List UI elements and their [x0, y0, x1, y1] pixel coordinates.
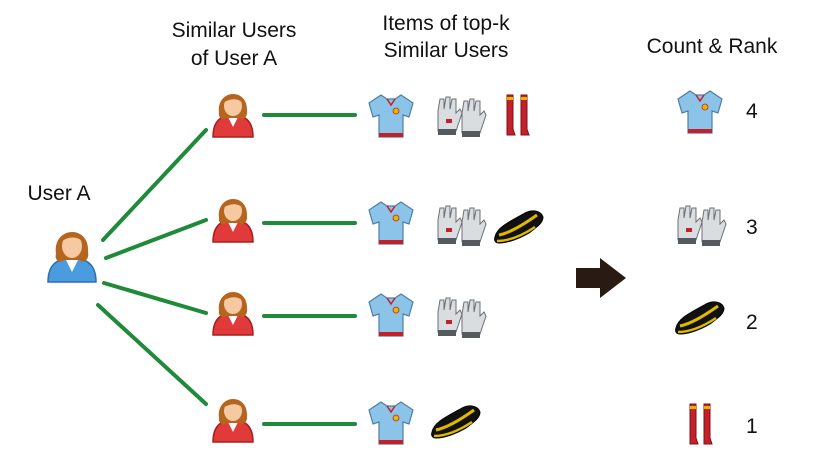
rank-gloves-icon: [677, 205, 727, 247]
header-count-rank: Count & Rank: [647, 35, 778, 58]
rank-jersey-icon: [677, 90, 723, 134]
gloves-icon: [437, 297, 487, 339]
user-avatar-red-icon: [212, 93, 254, 138]
rank-count-4: 1: [746, 415, 758, 438]
user-a-label: User A: [27, 182, 90, 205]
boot-icon: [493, 209, 545, 245]
rank-count-3: 2: [746, 311, 758, 334]
gloves-icon: [437, 205, 487, 247]
gloves-icon: [437, 96, 487, 138]
link-user-a-to-user-2: [104, 218, 208, 260]
user-a-links: [96, 128, 208, 406]
user-avatar-red-icon: [212, 198, 254, 243]
header-similar-users-line1: Similar Users: [172, 19, 297, 42]
header-similar-users-line2: of User A: [191, 47, 277, 70]
right-arrow-icon: [576, 258, 626, 298]
jersey-icon: [368, 401, 414, 445]
boot-icon: [430, 404, 482, 440]
item-links: [262, 113, 357, 426]
user-avatar-red-icon: [212, 398, 254, 443]
rank-count-1: 4: [746, 100, 758, 123]
rank-count-2: 3: [746, 216, 758, 239]
rank-socks-icon: [689, 403, 713, 445]
header-items-line1: Items of top-k: [382, 12, 510, 35]
header-items-line2: Similar Users: [384, 39, 509, 62]
user-avatar-red-icon: [212, 291, 254, 336]
rank-boot-icon: [674, 300, 726, 336]
jersey-icon: [368, 293, 414, 337]
link-user-a-to-user-3: [102, 281, 208, 315]
user-avatar-blue-icon: [47, 231, 97, 283]
socks-icon: [506, 94, 530, 136]
link-user-a-to-user-4: [96, 303, 208, 406]
link-user-a-to-user-1: [101, 128, 208, 242]
jersey-icon: [368, 201, 414, 245]
jersey-icon: [368, 94, 414, 138]
